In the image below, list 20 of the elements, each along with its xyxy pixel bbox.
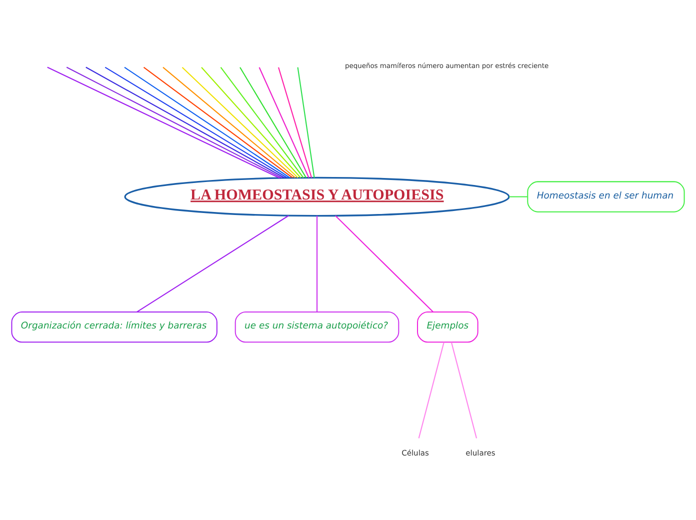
connector: [450, 342, 478, 438]
connector: [182, 66, 298, 178]
connector: [278, 67, 312, 178]
node-box: Homeostasis en el ser human: [527, 181, 685, 212]
node-box: Organización cerrada: límites y barreras: [11, 312, 218, 343]
connector: [335, 215, 434, 312]
connector: [509, 196, 528, 198]
node-box: ue es un sistema autopoiético?: [234, 312, 400, 343]
node-box: Ejemplos: [417, 312, 478, 343]
node-text: elulares: [466, 448, 496, 458]
connector: [297, 67, 315, 178]
connector: [201, 67, 302, 178]
node-text: Células: [402, 448, 429, 458]
node-ellipse: LA HOMEOSTASIS Y AUTOPOIESIS: [124, 176, 510, 217]
connector: [240, 67, 307, 178]
connector: [316, 216, 318, 312]
connector: [136, 215, 289, 312]
connector: [258, 67, 310, 178]
connector: [418, 342, 444, 438]
connector: [220, 67, 304, 178]
